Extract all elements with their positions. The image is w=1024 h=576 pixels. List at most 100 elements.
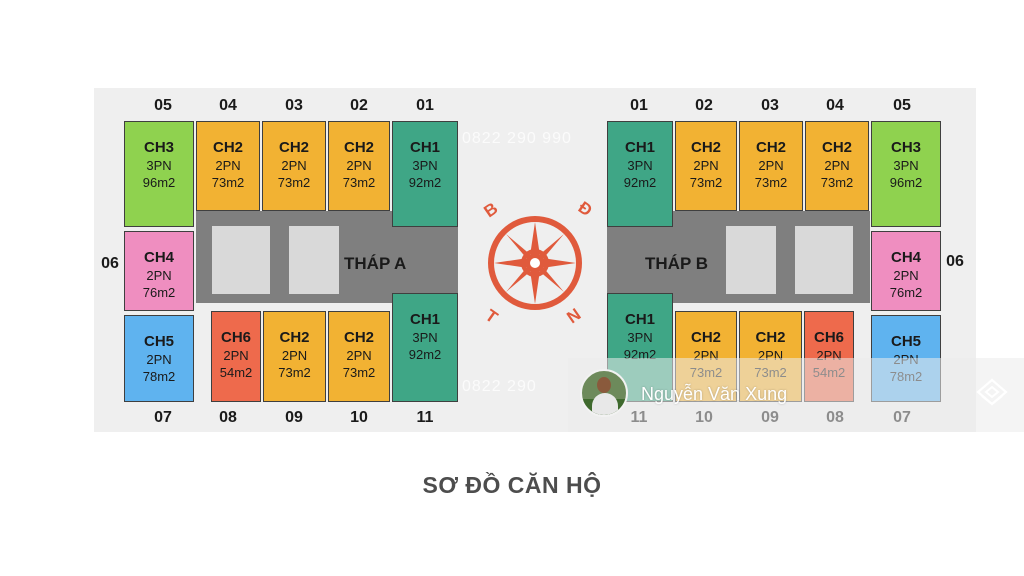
unit-area: 73m2	[689, 175, 723, 190]
tower-a-unit[interactable]: CH2 2PN 73m2	[328, 311, 390, 402]
user-avatar[interactable]	[580, 369, 628, 417]
apartment-number: 03	[285, 97, 303, 114]
unit-area: 73m2	[820, 175, 854, 190]
unit-code: CH1	[409, 139, 440, 156]
apartment-number: 01	[630, 97, 648, 114]
unit-area: 78m2	[142, 369, 176, 384]
tower-b-unit[interactable]: CH4 2PN 76m2	[871, 231, 941, 311]
tower-a-label: THÁP A	[344, 254, 407, 273]
unit-rooms: 2PN	[346, 348, 372, 363]
unit-rooms: 2PN	[893, 268, 919, 283]
apartment-number: 06	[101, 255, 119, 272]
unit-area: 92m2	[623, 175, 657, 190]
tower-b-stair-core	[726, 226, 776, 294]
apartment-number: 10	[350, 409, 368, 426]
unit-code: CH6	[813, 329, 844, 346]
unit-area: 73m2	[211, 175, 245, 190]
apartment-number: 11	[416, 409, 434, 426]
apartment-number: 09	[285, 409, 303, 426]
unit-code: CH3	[143, 139, 174, 156]
phone-watermark: 0822 290	[462, 378, 537, 395]
unit-area: 73m2	[277, 175, 311, 190]
compass-icon: B Đ T N	[480, 198, 592, 326]
compass-west-label: T	[482, 306, 502, 326]
apartment-number: 06	[946, 253, 964, 270]
unit-area: 96m2	[889, 175, 923, 190]
tower-a-elevator-core	[212, 226, 270, 294]
tower-a-unit[interactable]: CH1 3PN 92m2	[392, 293, 458, 402]
unit-code: CH1	[624, 139, 655, 156]
tower-b-unit[interactable]: CH2 2PN 73m2	[739, 121, 803, 211]
unit-code: CH1	[409, 311, 440, 328]
unit-rooms: 3PN	[412, 158, 438, 173]
tower-a-unit[interactable]: CH6 2PN 54m2	[211, 311, 261, 402]
unit-code: CH1	[624, 311, 655, 328]
unit-code: CH4	[143, 249, 174, 266]
tower-a-unit[interactable]: CH2 2PN 73m2	[328, 121, 390, 211]
compass-east-label: Đ	[575, 198, 592, 221]
unit-area: 76m2	[889, 285, 923, 300]
unit-code: CH2	[343, 329, 374, 346]
unit-rooms: 3PN	[893, 158, 919, 173]
tower-a-unit[interactable]: CH2 2PN 73m2	[196, 121, 260, 211]
apartment-number: 01	[416, 97, 434, 114]
apartment-number: 08	[219, 409, 237, 426]
apartment-number: 05	[154, 97, 172, 114]
apartment-number: 07	[154, 409, 172, 426]
unit-rooms: 2PN	[281, 348, 308, 363]
unit-code: CH3	[890, 139, 921, 156]
unit-code: CH2	[690, 329, 721, 346]
unit-area: 76m2	[142, 285, 176, 300]
unit-area: 92m2	[408, 347, 442, 362]
unit-rooms: 2PN	[146, 352, 172, 367]
tower-b-unit[interactable]: CH2 2PN 73m2	[805, 121, 869, 211]
tower-a-unit[interactable]: CH2 2PN 73m2	[263, 311, 326, 402]
tower-b-unit[interactable]: CH2 2PN 73m2	[675, 121, 737, 211]
unit-rooms: 2PN	[758, 158, 784, 173]
compass-rose	[488, 216, 582, 310]
unit-rooms: 2PN	[824, 158, 850, 173]
apartment-number: 04	[219, 97, 237, 114]
tower-b-unit[interactable]: CH1 3PN 92m2	[607, 121, 673, 227]
tower-b-label: THÁP B	[645, 254, 708, 273]
owner-overlay	[568, 358, 1024, 432]
unit-rooms: 3PN	[627, 158, 653, 173]
unit-area: 73m2	[342, 365, 376, 380]
unit-code: CH2	[212, 139, 243, 156]
unit-code: CH6	[220, 329, 251, 346]
unit-code: CH4	[890, 249, 921, 266]
unit-code: CH2	[690, 139, 721, 156]
tower-a-unit[interactable]: CH3 3PN 96m2	[124, 121, 194, 227]
tower-a-unit[interactable]: CH2 2PN 73m2	[262, 121, 326, 211]
unit-rooms: 2PN	[346, 158, 372, 173]
compass-south-label: N	[563, 305, 584, 326]
unit-code: CH5	[890, 333, 921, 350]
tower-b-unit[interactable]: CH3 3PN 96m2	[871, 121, 941, 227]
apartment-number: 04	[826, 97, 844, 114]
unit-code: CH2	[821, 139, 852, 156]
unit-code: CH2	[755, 329, 786, 346]
unit-area: 54m2	[219, 365, 253, 380]
unit-area: 73m2	[754, 175, 788, 190]
tower-a-stair-core	[289, 226, 339, 294]
layers-icon[interactable]	[974, 376, 1010, 412]
unit-area: 96m2	[142, 175, 176, 190]
owner-name[interactable]: Nguyễn Văn Xung	[641, 384, 788, 404]
apartment-number: 02	[350, 97, 368, 114]
unit-rooms: 3PN	[412, 330, 438, 345]
unit-area: 73m2	[342, 175, 376, 190]
unit-rooms: 2PN	[281, 158, 307, 173]
unit-rooms: 3PN	[146, 158, 172, 173]
unit-rooms: 2PN	[223, 348, 249, 363]
unit-code: CH2	[279, 329, 310, 346]
unit-code: CH2	[343, 139, 374, 156]
unit-area: 73m2	[278, 365, 311, 380]
unit-rooms: 2PN	[693, 158, 719, 173]
unit-rooms: 2PN	[215, 158, 241, 173]
unit-code: CH2	[278, 139, 309, 156]
unit-code: CH2	[755, 139, 786, 156]
diagram-caption: SƠ ĐỒ CĂN HỘ	[422, 472, 602, 498]
